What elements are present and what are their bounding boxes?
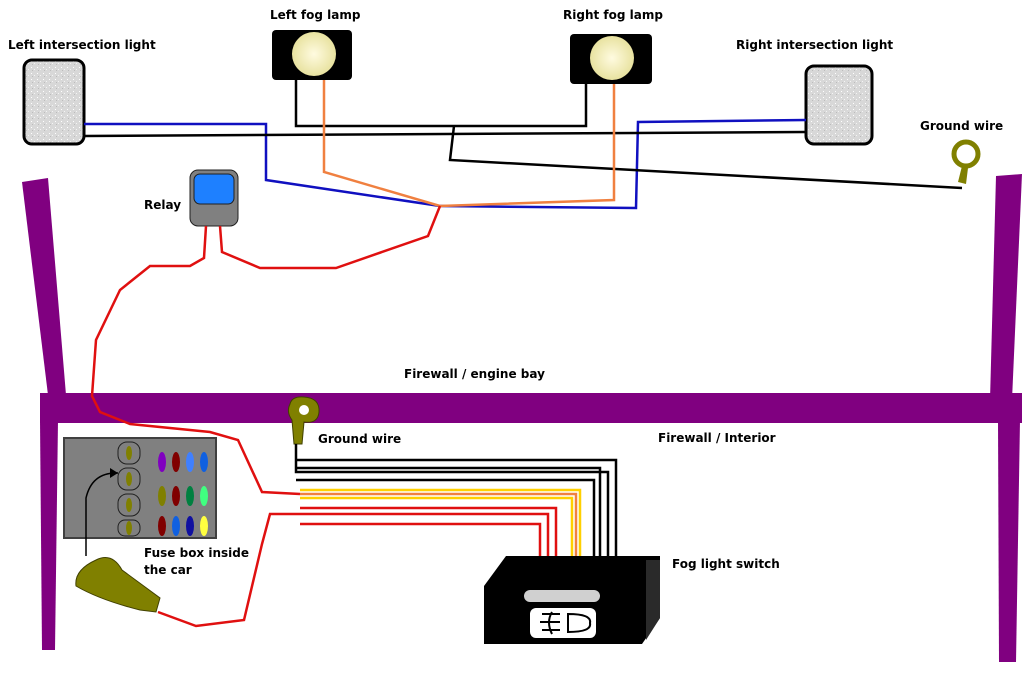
label-right-intersection-light: Right intersection light [736,38,893,52]
wire-black [83,80,963,556]
ground-terminal-top [951,139,981,184]
wire-blue [84,118,807,210]
fog-light-icon [540,611,592,635]
label-ground-wire-top: Ground wire [920,119,1003,133]
relay [189,169,239,227]
label-firewall-engine-bay: Firewall / engine bay [404,367,545,381]
label-left-fog-lamp: Left fog lamp [270,8,361,22]
right-fog-lamp [570,34,652,84]
wire-orange [322,80,616,208]
firewall-frame [22,174,1022,662]
label-fog-light-switch: Fog light switch [672,557,780,571]
label-ground-wire-bottom: Ground wire [318,432,401,446]
label-fuse-box-line2: the car [144,563,192,577]
label-relay: Relay [144,198,181,212]
fuse-tap-connector [75,557,161,613]
right-intersection-light [804,64,874,146]
wire-red [90,205,558,628]
ground-terminal-bottom [287,396,320,445]
label-firewall-interior: Firewall / Interior [658,431,776,445]
left-fog-lamp [272,30,352,80]
label-right-fog-lamp: Right fog lamp [563,8,663,22]
wire-orange-yellow [300,488,582,556]
label-left-intersection-light: Left intersection light [8,38,156,52]
fuse-box [63,437,217,556]
fog-light-switch [484,556,660,644]
left-intersection-light [22,58,86,146]
label-fuse-box-line1: Fuse box inside [144,546,249,560]
